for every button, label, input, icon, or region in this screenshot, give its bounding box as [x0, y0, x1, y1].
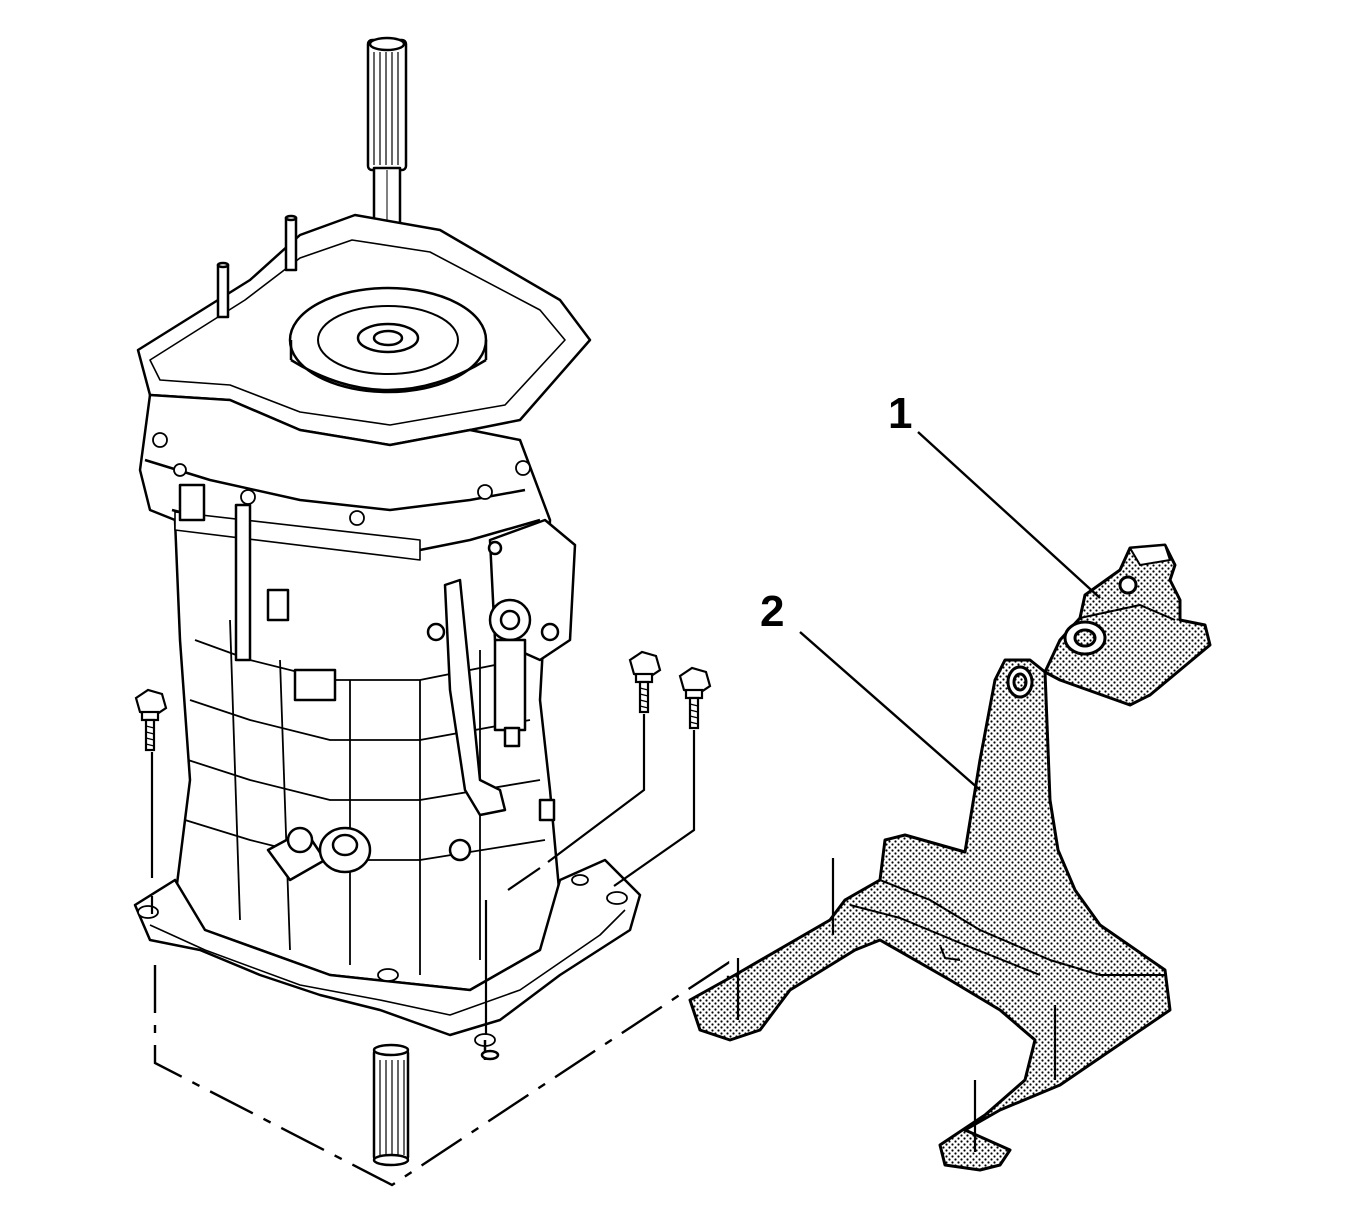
callout-1-label: 1: [888, 389, 913, 438]
rear-mount-pad: [133, 858, 642, 1037]
transmission-mount-bracket: [688, 543, 1212, 1172]
mount-bolt: [628, 650, 662, 714]
callout-2-leader: [799, 631, 981, 791]
output-shaft: [372, 1043, 410, 1167]
callout-1-leader: [917, 431, 1101, 599]
mount-insulator: [1043, 543, 1212, 707]
transmission-assembly: [133, 36, 642, 1167]
mount-bolt: [134, 688, 168, 752]
alignment-lines: [150, 714, 696, 1035]
callout-2-label: 2: [760, 587, 785, 636]
mount-bolt: [678, 666, 712, 730]
bracket-stud-lines: [736, 858, 1057, 1152]
